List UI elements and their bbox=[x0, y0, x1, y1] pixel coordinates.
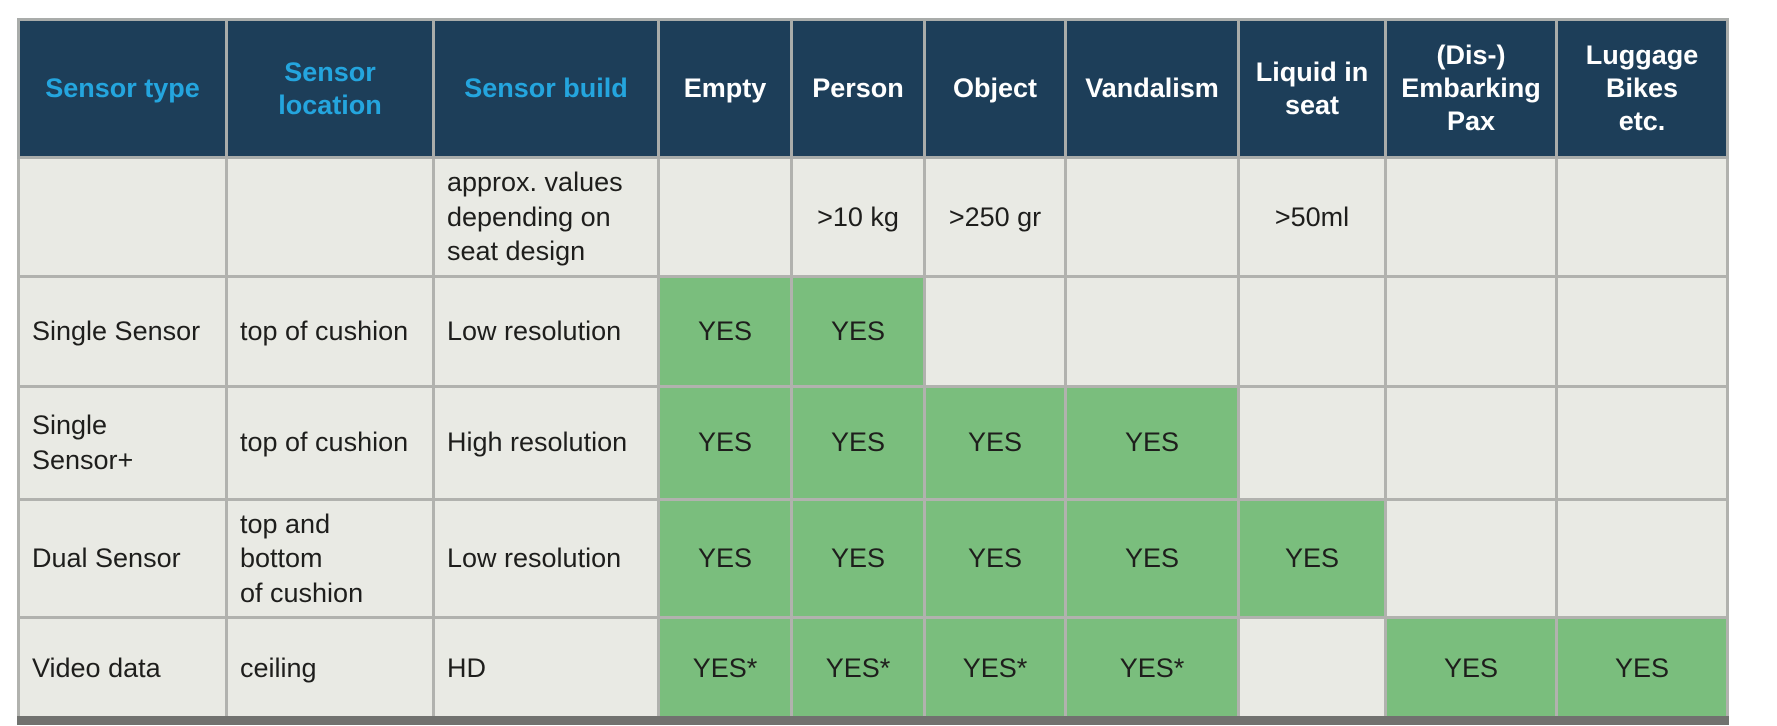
cell-approx-values-empty bbox=[657, 156, 793, 278]
cell-single-sensor-plus-luggage-bikes-etc bbox=[1555, 384, 1729, 501]
cell-single-sensor-object bbox=[923, 274, 1067, 388]
cell-video-data-empty: YES* bbox=[657, 616, 793, 726]
cell-approx-values-sensor-type bbox=[17, 156, 228, 278]
column-header-sensor-location: Sensor location bbox=[225, 18, 435, 159]
cell-single-sensor-plus-sensor-build: High resolution bbox=[432, 384, 660, 501]
cell-single-sensor-plus-person: YES bbox=[790, 384, 926, 501]
cell-dual-sensor-object: YES bbox=[923, 497, 1067, 620]
cell-dual-sensor-sensor-location: top and bottom of cushion bbox=[225, 497, 435, 620]
cell-approx-values-person: >10 kg bbox=[790, 156, 926, 278]
cell-approx-values-liquid-in-seat: >50ml bbox=[1237, 156, 1387, 278]
column-header-empty: Empty bbox=[657, 18, 793, 159]
column-header-dis-embarking-pax: (Dis-) Embarking Pax bbox=[1384, 18, 1558, 159]
column-header-object: Object bbox=[923, 18, 1067, 159]
cell-video-data-vandalism: YES* bbox=[1064, 616, 1240, 726]
cell-single-sensor-plus-vandalism: YES bbox=[1064, 384, 1240, 501]
cell-single-sensor-dis-embarking-pax bbox=[1384, 274, 1558, 388]
cell-video-data-object: YES* bbox=[923, 616, 1067, 726]
cell-single-sensor-empty: YES bbox=[657, 274, 793, 388]
cell-single-sensor-plus-object: YES bbox=[923, 384, 1067, 501]
cell-approx-values-sensor-location bbox=[225, 156, 435, 278]
cell-single-sensor-liquid-in-seat bbox=[1237, 274, 1387, 388]
cell-dual-sensor-vandalism: YES bbox=[1064, 497, 1240, 620]
row-label-single-sensor-plus: Single Sensor+ bbox=[17, 384, 228, 501]
cell-video-data-luggage-bikes-etc: YES bbox=[1555, 616, 1729, 726]
column-header-liquid-in-seat: Liquid in seat bbox=[1237, 18, 1387, 159]
cell-dual-sensor-empty: YES bbox=[657, 497, 793, 620]
table-row-approx-values: approx. values depending on seat design >… bbox=[17, 156, 1729, 278]
cell-dual-sensor-sensor-build: Low resolution bbox=[432, 497, 660, 620]
cell-single-sensor-plus-empty: YES bbox=[657, 384, 793, 501]
cell-video-data-sensor-location: ceiling bbox=[225, 616, 435, 726]
cell-single-sensor-vandalism bbox=[1064, 274, 1240, 388]
cell-single-sensor-plus-dis-embarking-pax bbox=[1384, 384, 1558, 501]
cell-single-sensor-sensor-location: top of cushion bbox=[225, 274, 435, 388]
column-header-sensor-type: Sensor type bbox=[17, 18, 228, 159]
cell-single-sensor-plus-liquid-in-seat bbox=[1237, 384, 1387, 501]
cell-approx-values-object: >250 gr bbox=[923, 156, 1067, 278]
cell-video-data-sensor-build: HD bbox=[432, 616, 660, 726]
column-header-luggage-bikes-etc: Luggage Bikes etc. bbox=[1555, 18, 1729, 159]
cell-approx-values-sensor-build: approx. values depending on seat design bbox=[432, 156, 660, 278]
cell-video-data-dis-embarking-pax: YES bbox=[1384, 616, 1558, 726]
column-header-person: Person bbox=[790, 18, 926, 159]
cell-dual-sensor-person: YES bbox=[790, 497, 926, 620]
table-body: approx. values depending on seat design >… bbox=[17, 156, 1729, 726]
cell-video-data-liquid-in-seat bbox=[1237, 616, 1387, 726]
cell-single-sensor-luggage-bikes-etc bbox=[1555, 274, 1729, 388]
cell-single-sensor-person: YES bbox=[790, 274, 926, 388]
cell-approx-values-vandalism bbox=[1064, 156, 1240, 278]
cell-video-data-person: YES* bbox=[790, 616, 926, 726]
row-label-single-sensor: Single Sensor bbox=[17, 274, 228, 388]
column-header-sensor-build: Sensor build bbox=[432, 18, 660, 159]
row-label-video-data: Video data bbox=[17, 616, 228, 726]
cell-approx-values-dis-embarking-pax bbox=[1384, 156, 1558, 278]
cell-approx-values-luggage-bikes-etc bbox=[1555, 156, 1729, 278]
cell-single-sensor-plus-sensor-location: top of cushion bbox=[225, 384, 435, 501]
column-header-vandalism: Vandalism bbox=[1064, 18, 1240, 159]
row-label-dual-sensor: Dual Sensor bbox=[17, 497, 228, 620]
cell-dual-sensor-luggage-bikes-etc bbox=[1555, 497, 1729, 620]
cell-dual-sensor-liquid-in-seat: YES bbox=[1237, 497, 1387, 620]
cell-dual-sensor-dis-embarking-pax bbox=[1384, 497, 1558, 620]
cell-single-sensor-sensor-build: Low resolution bbox=[432, 274, 660, 388]
